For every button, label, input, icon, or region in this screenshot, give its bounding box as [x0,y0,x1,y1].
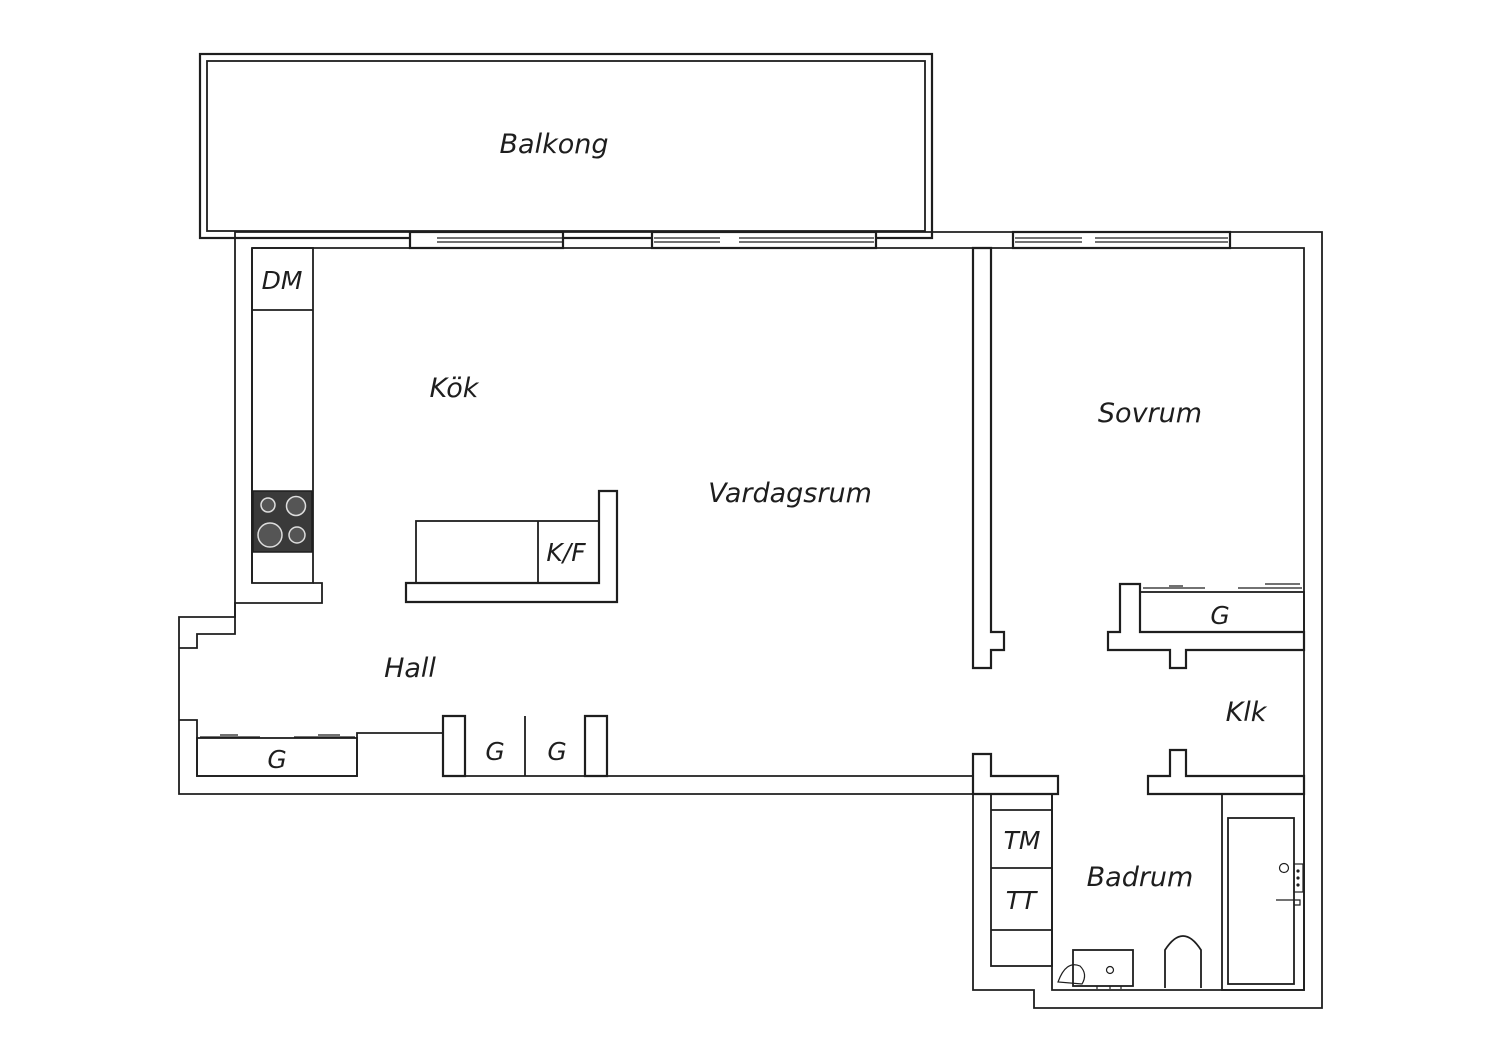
label-closet-hall-3: G [547,737,566,766]
kitchen-island [404,489,619,604]
windows [408,230,1232,250]
interior-walls [441,246,1306,796]
balcony [198,52,934,240]
bathtub [1221,793,1305,991]
label-closet-hall: G [267,745,286,774]
label-balkong: Balkong [500,129,609,160]
label-vardagsrum: Vardagsrum [708,478,872,509]
laundry-units [990,793,1053,967]
kitchen-counter [251,247,314,584]
bathroom-fixtures [1057,793,1305,991]
label-dm: DM [262,266,303,295]
label-closet-hall-2: G [485,737,504,766]
label-tm: TM [1004,826,1041,855]
label-closet-sovrum: G [1210,601,1229,630]
toilet [1164,935,1202,988]
closets [196,583,1305,777]
label-kf: K/F [546,538,586,567]
label-klk: Klk [1226,697,1268,728]
label-badrum: Badrum [1087,862,1194,893]
sink [1072,949,1134,987]
label-sovrum: Sovrum [1098,398,1202,429]
label-hall: Hall [384,653,436,684]
label-kok: Kök [430,373,480,404]
label-tt: TT [1006,886,1038,915]
